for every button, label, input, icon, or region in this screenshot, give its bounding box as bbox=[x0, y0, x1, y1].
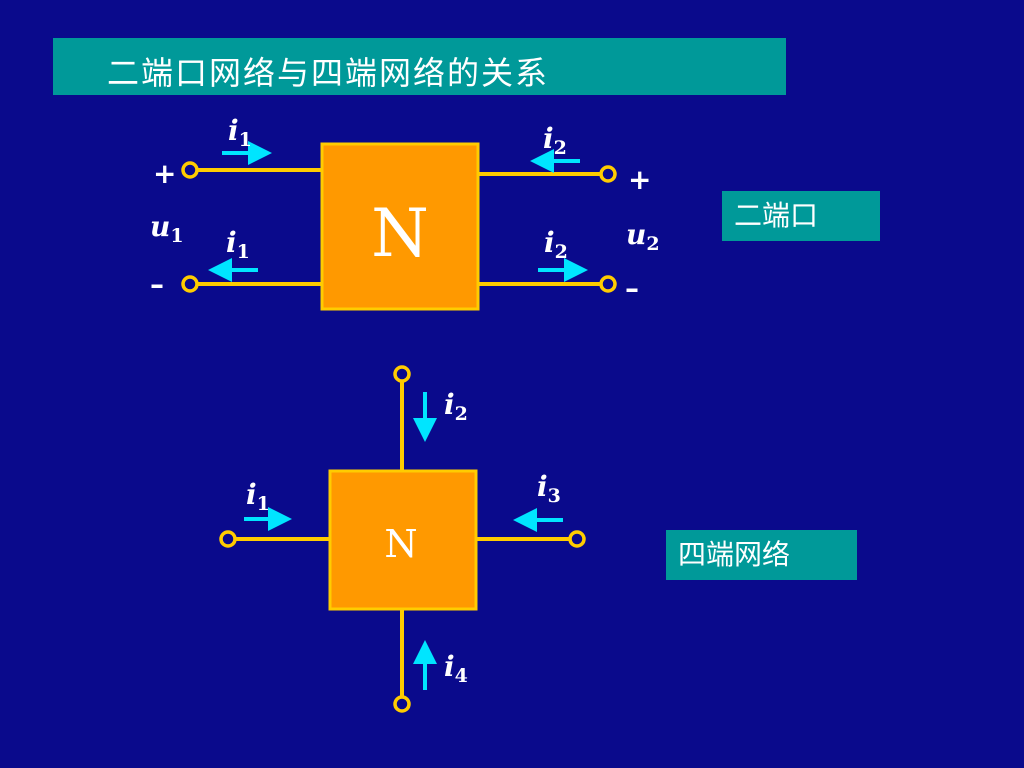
sign-plus-right: + bbox=[628, 163, 651, 196]
network-label-two-port: N bbox=[371, 195, 429, 272]
label-i1-top: i1 bbox=[228, 114, 252, 151]
title-bar: 二端口网络与四端网络的关系 bbox=[53, 38, 786, 95]
label-i4: i4 bbox=[444, 650, 468, 687]
label-i2-bottom: i2 bbox=[544, 226, 568, 263]
network-box-four-terminal bbox=[328, 469, 478, 611]
label-i2: i2 bbox=[444, 388, 468, 425]
two-port-diagram: N i1 i1 i2 i2 u1 u2 + – + – bbox=[150, 114, 660, 311]
terminal-left-top bbox=[181, 161, 199, 179]
four-terminal-label: 四端网络 bbox=[666, 530, 857, 580]
terminal-top bbox=[393, 365, 411, 383]
network-label-four-terminal: N bbox=[384, 522, 417, 566]
label-u2: u2 bbox=[626, 218, 660, 255]
label-i3: i3 bbox=[537, 470, 561, 507]
terminal-right-top bbox=[599, 165, 617, 183]
terminal-left bbox=[219, 530, 237, 548]
label-i2-top: i2 bbox=[543, 122, 567, 159]
terminal-left-bottom bbox=[181, 275, 199, 293]
label-u1: u1 bbox=[150, 210, 184, 247]
network-box-two-port bbox=[320, 142, 480, 311]
sign-minus-left: – bbox=[150, 268, 164, 301]
terminal-bottom bbox=[393, 695, 411, 713]
sign-plus-left: + bbox=[153, 157, 176, 190]
two-port-label: 二端口 bbox=[722, 191, 880, 241]
page-title: 二端口网络与四端网络的关系 bbox=[107, 54, 550, 92]
terminal-right bbox=[568, 530, 586, 548]
sign-minus-right: – bbox=[625, 272, 639, 305]
label-i1: i1 bbox=[246, 478, 270, 515]
four-terminal-diagram: N i2 i1 i3 i4 bbox=[219, 365, 586, 713]
label-i1-bottom: i1 bbox=[226, 226, 250, 263]
terminal-right-bottom bbox=[599, 275, 617, 293]
